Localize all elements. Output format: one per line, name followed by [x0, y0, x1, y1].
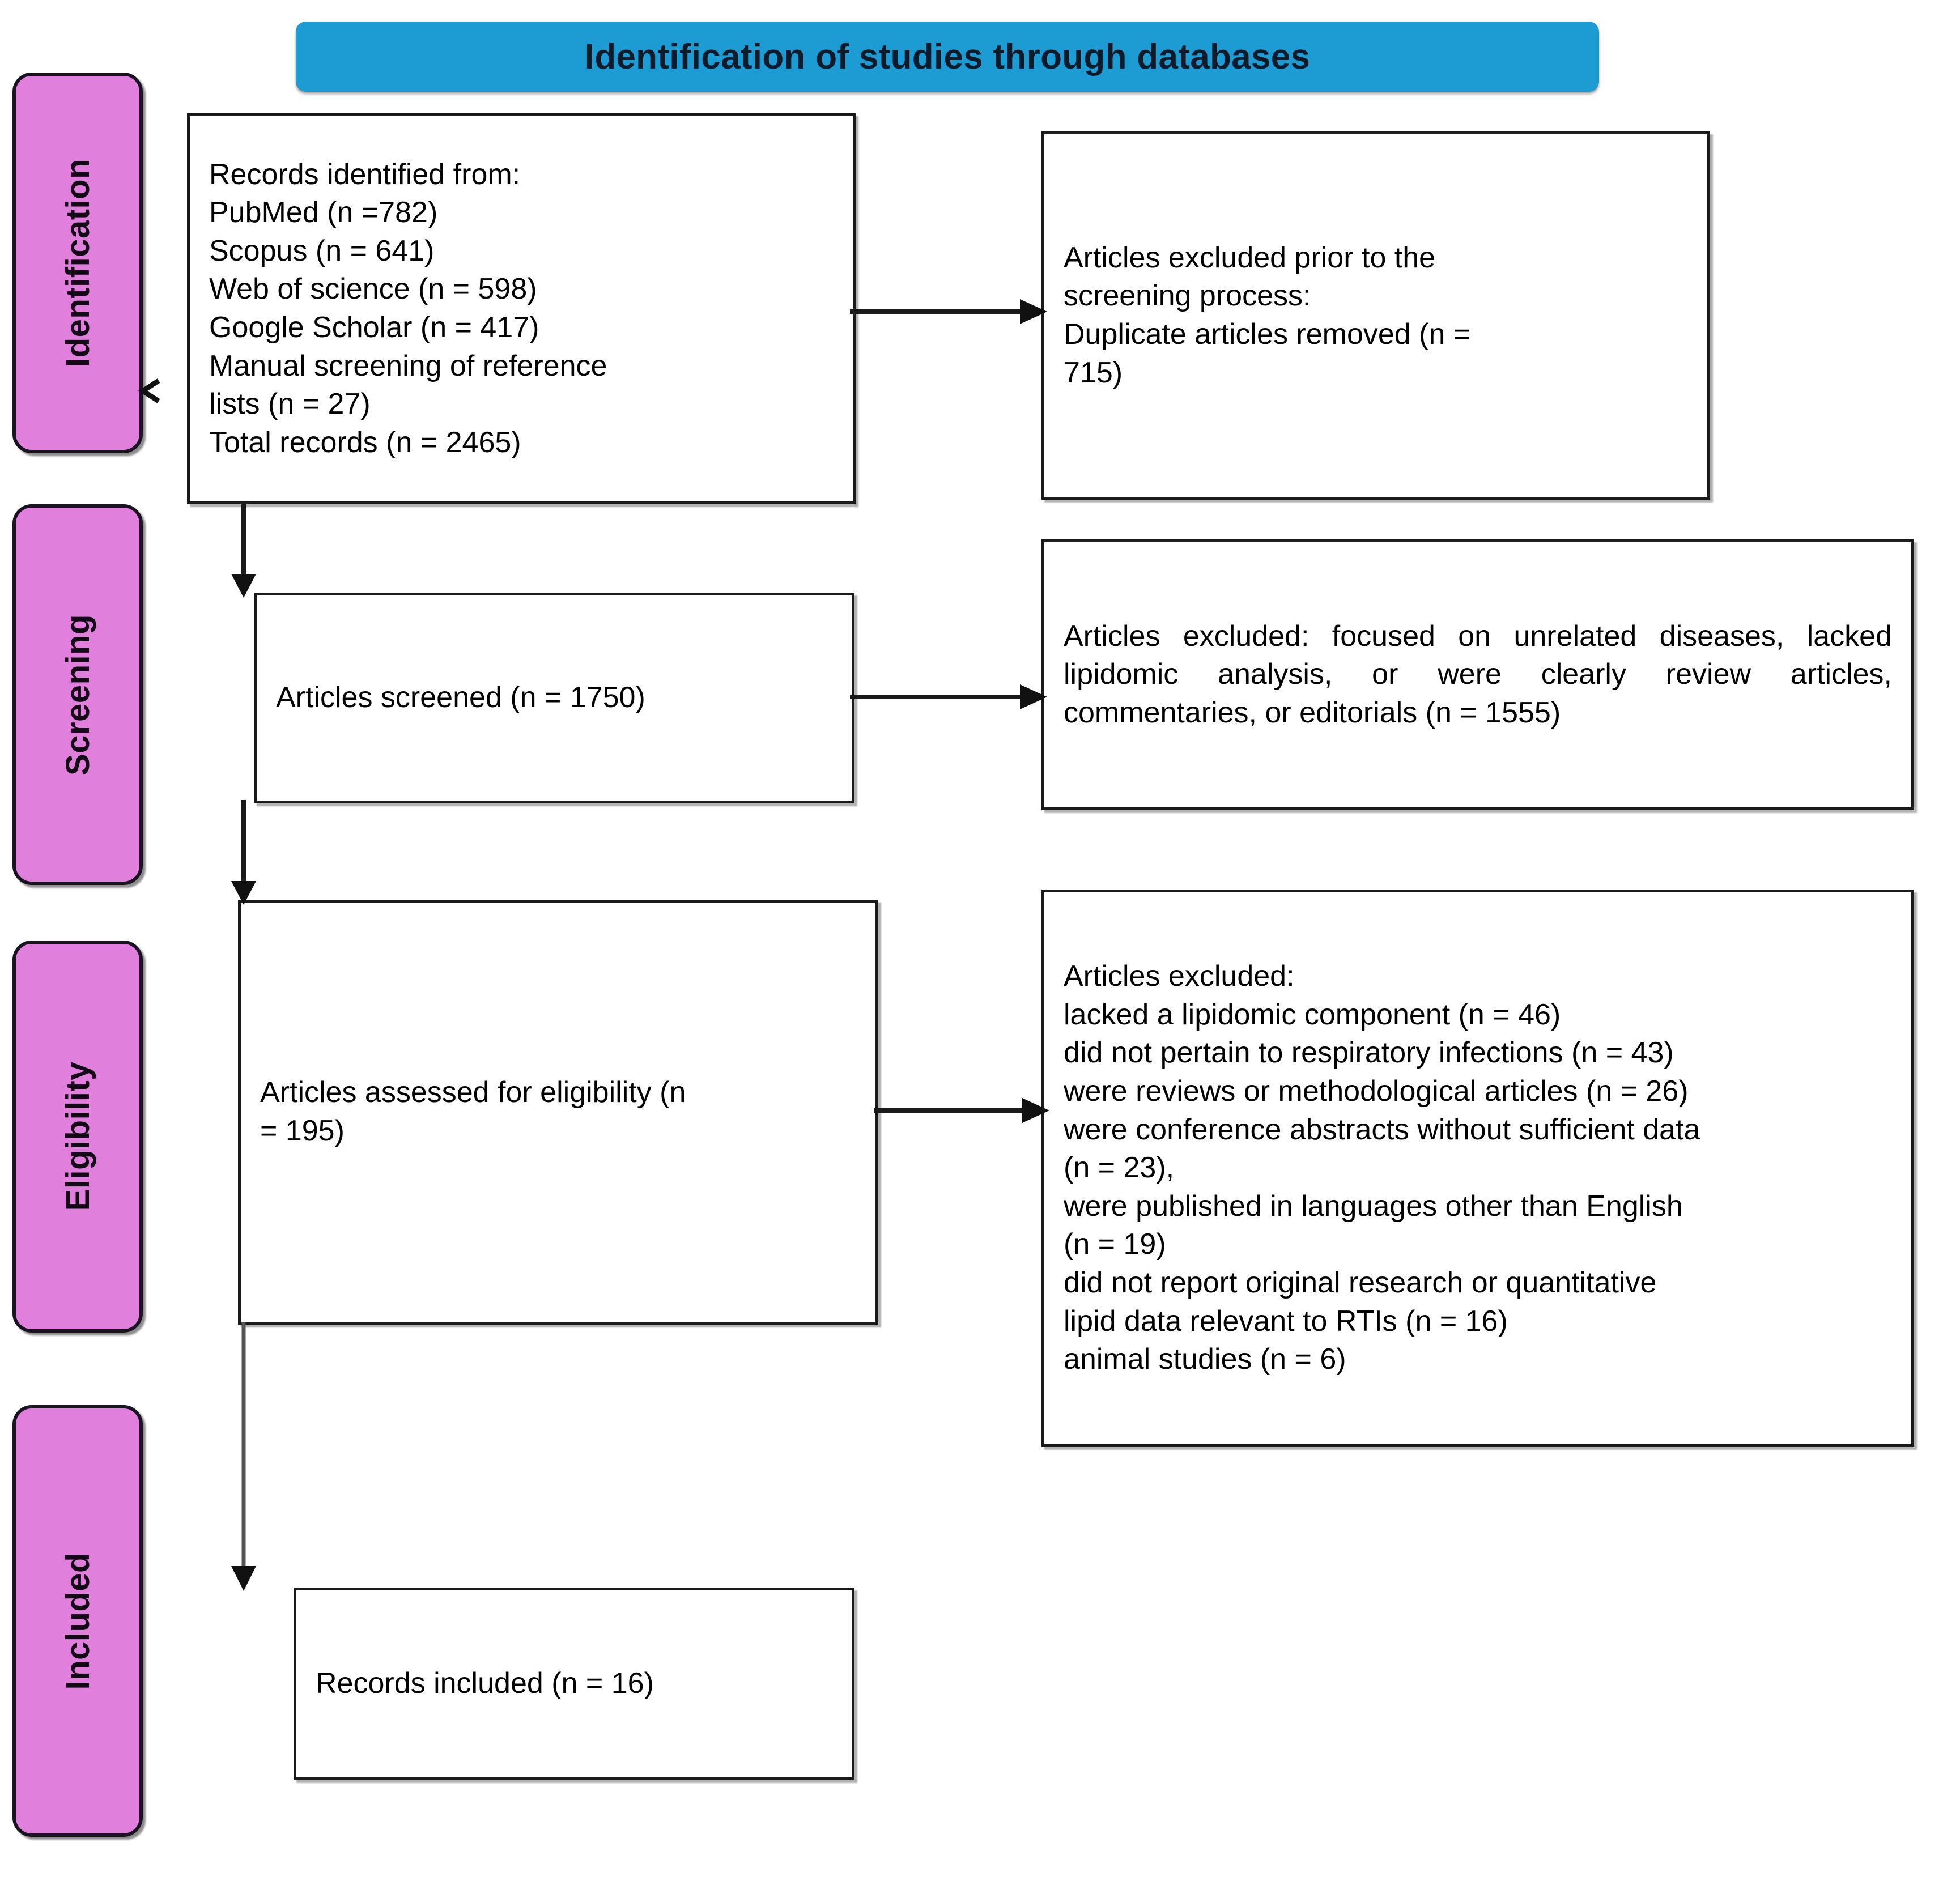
- box-line: Google Scholar (n = 417): [209, 311, 539, 344]
- box-line: Scopus (n = 641): [209, 234, 435, 267]
- box-line: Articles excluded prior to the: [1064, 241, 1436, 274]
- box-line: 715): [1064, 356, 1123, 389]
- box-line: (n = 23),: [1064, 1151, 1175, 1185]
- box-records-included: Records included (n = 16): [294, 1588, 854, 1780]
- box-line: Records identified from:: [209, 158, 521, 191]
- box-line: Articles screened (n = 1750): [276, 681, 645, 714]
- box-line: lists (n = 27): [209, 388, 371, 421]
- box-line: were reviews or methodological articles …: [1064, 1075, 1689, 1108]
- box-line: Total records (n = 2465): [209, 425, 521, 459]
- stage-bar-identification: Identification: [12, 73, 143, 453]
- arrow-eligibility-to-included: [227, 1322, 261, 1594]
- box-paragraph: Articles excluded: focused on unrelated …: [1064, 619, 1892, 729]
- stage-label-eligibility: Eligibility: [59, 1062, 96, 1211]
- box-excluded-at-screening: Articles excluded: focused on unrelated …: [1041, 539, 1914, 810]
- box-line: = 195): [260, 1114, 345, 1147]
- box-line: did not report original research or quan…: [1064, 1266, 1657, 1299]
- box-excluded-prior-to-screening: Articles excluded prior to the screening…: [1041, 131, 1710, 500]
- chevron-left-icon: [135, 374, 169, 408]
- arrow-eligibility-to-excluded-eligibility: [874, 1093, 1055, 1127]
- stage-bar-eligibility: Eligibility: [12, 941, 143, 1333]
- box-line: lacked a lipidomic component (n = 46): [1064, 998, 1561, 1031]
- box-line: Manual screening of reference: [209, 349, 607, 382]
- diagram-title: Identification of studies through databa…: [584, 37, 1311, 76]
- stage-bar-screening: Screening: [12, 504, 143, 885]
- stage-label-included: Included: [59, 1552, 96, 1690]
- box-line: were conference abstracts without suffic…: [1064, 1113, 1700, 1146]
- box-line: lipid data relevant to RTIs (n = 16): [1064, 1304, 1508, 1338]
- box-articles-screened: Articles screened (n = 1750): [254, 593, 854, 803]
- box-assessed-for-eligibility: Articles assessed for eligibility (n = 1…: [238, 900, 878, 1325]
- stage-label-screening: Screening: [59, 614, 96, 776]
- box-line: screening process:: [1064, 279, 1311, 313]
- box-line: were published in languages other than E…: [1064, 1189, 1683, 1223]
- box-line: animal studies (n = 6): [1064, 1343, 1346, 1376]
- box-line: Duplicate articles removed (n =: [1064, 318, 1471, 351]
- box-line: Web of science (n = 598): [209, 273, 537, 306]
- arrow-identified-to-excluded-pre: [850, 295, 1054, 329]
- box-line: Articles excluded:: [1064, 960, 1295, 993]
- box-line: PubMed (n =782): [209, 196, 438, 229]
- diagram-header-banner: Identification of studies through databa…: [296, 22, 1599, 92]
- arrow-screened-to-excluded-screening: [850, 680, 1054, 714]
- box-line: Articles assessed for eligibility (n: [260, 1076, 686, 1109]
- arrow-identified-to-screened: [227, 501, 261, 601]
- box-line: did not pertain to respiratory infection…: [1064, 1036, 1674, 1070]
- box-line: Records included (n = 16): [316, 1667, 654, 1700]
- box-records-identified: Records identified from: PubMed (n =782)…: [187, 113, 856, 504]
- arrow-screened-to-eligibility: [227, 800, 261, 908]
- box-line: (n = 19): [1064, 1228, 1166, 1261]
- stage-label-identification: Identification: [59, 159, 96, 367]
- box-excluded-at-eligibility: Articles excluded: lacked a lipidomic co…: [1041, 890, 1914, 1447]
- stage-bar-included: Included: [12, 1405, 143, 1837]
